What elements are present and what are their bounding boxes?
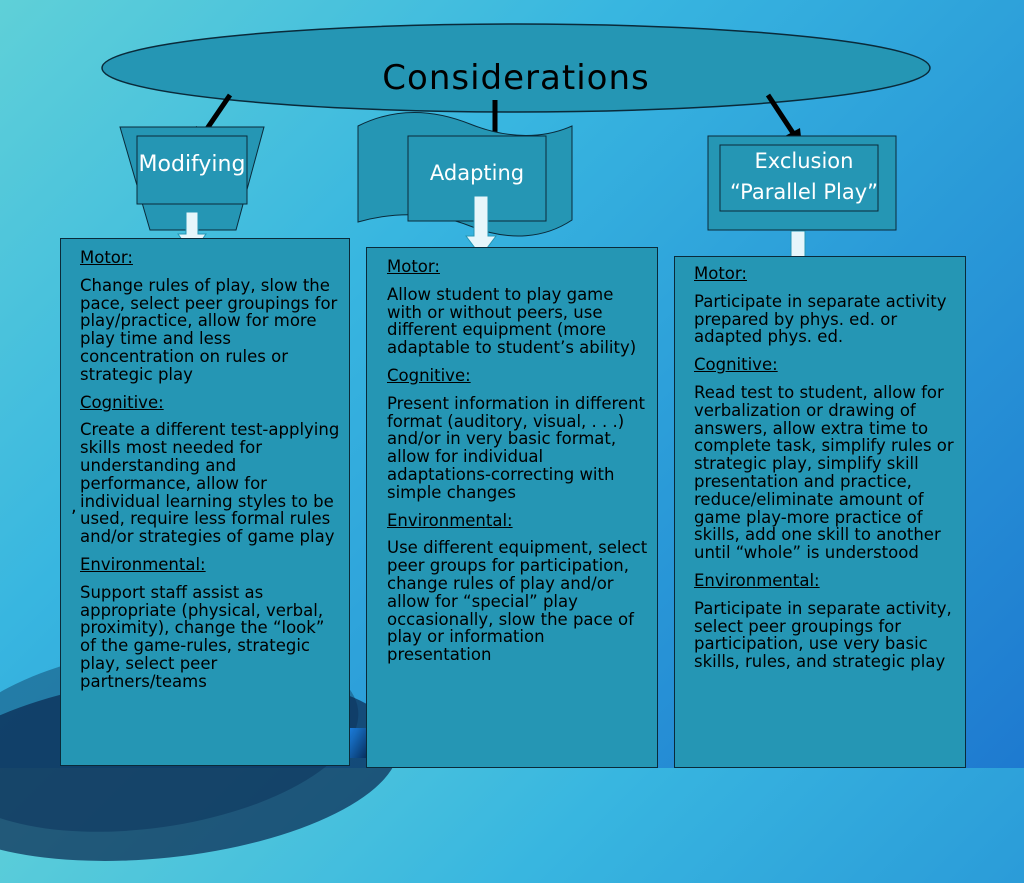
cognitive-text: Present information in different format … xyxy=(387,393,645,502)
motor-heading: Motor: xyxy=(387,257,440,276)
motor-heading: Motor: xyxy=(80,248,133,267)
adapting-label: Adapting xyxy=(429,161,525,185)
motor-text: Participate in separate activity prepare… xyxy=(694,291,947,347)
considerations-ellipse xyxy=(101,23,931,113)
exclusion-label: Exclusion “Parallel Play” xyxy=(716,146,892,208)
motor-text: Change rules of play, slow the pace, sel… xyxy=(80,275,338,384)
modifying-inner-box xyxy=(136,135,248,205)
adapting-details-box: Motor: Allow student to play game with o… xyxy=(366,247,658,768)
modifying-details-box: Motor: Change rules of play, slow the pa… xyxy=(60,238,350,766)
environmental-heading: Environmental: xyxy=(80,554,206,574)
motor-text: Allow student to play game with or witho… xyxy=(387,284,637,358)
stray-comma: , xyxy=(71,496,77,517)
cognitive-text: Read test to student, allow for verbaliz… xyxy=(694,382,954,563)
page-title: Considerations xyxy=(382,58,650,98)
down-arrow-adapting xyxy=(465,195,497,257)
environmental-text: Use different equipment, select peer gro… xyxy=(387,538,648,665)
environmental-heading: Environmental: xyxy=(387,510,513,530)
cognitive-heading: Cognitive: xyxy=(387,365,471,385)
environmental-text: Participate in separate activity, select… xyxy=(694,598,952,672)
exclusion-label-line1: Exclusion xyxy=(754,149,854,173)
exclusion-label-line2: “Parallel Play” xyxy=(729,180,879,204)
environmental-text: Support staff assist as appropriate (phy… xyxy=(80,582,325,691)
exclusion-inner-box xyxy=(719,144,879,212)
exclusion-details-box: Motor: Participate in separate activity … xyxy=(674,256,966,768)
environmental-heading: Environmental: xyxy=(694,570,820,590)
cognitive-heading: Cognitive: xyxy=(80,392,164,412)
cognitive-text: Create a different test-applying skills … xyxy=(80,420,340,547)
arrow-to-exclusion xyxy=(765,93,798,138)
diagram-shapes xyxy=(101,23,931,283)
motor-heading: Motor: xyxy=(694,264,747,283)
cognitive-heading: Cognitive: xyxy=(694,355,778,375)
modifying-label: Modifying xyxy=(138,152,246,177)
